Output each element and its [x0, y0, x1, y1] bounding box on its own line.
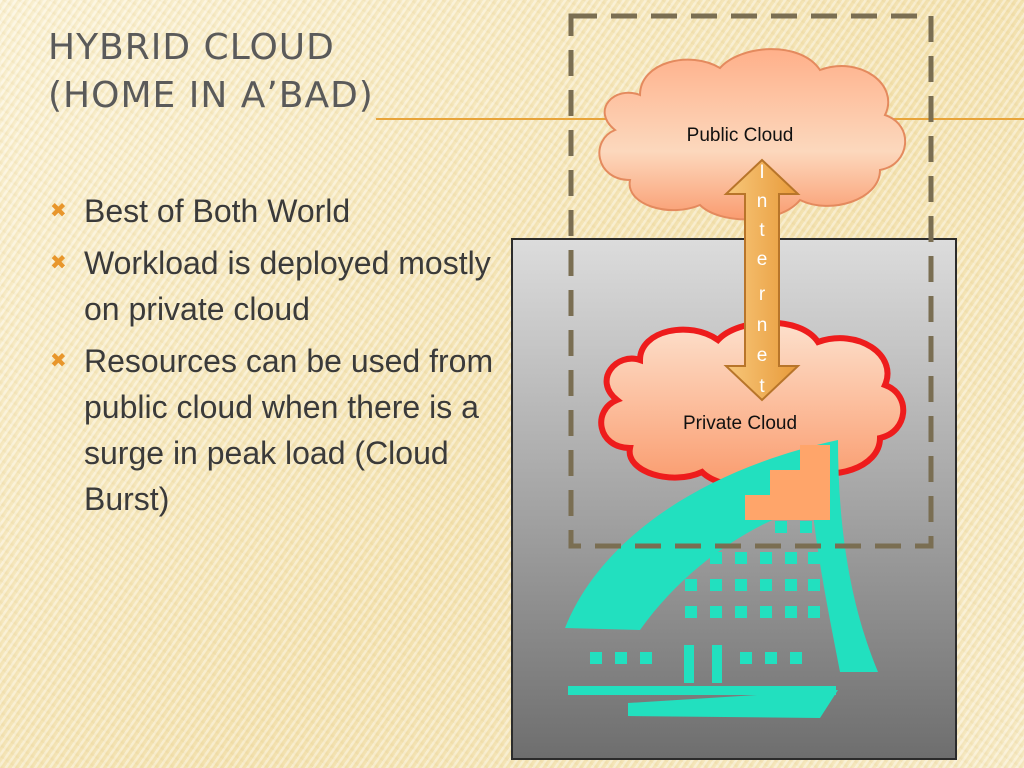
hybrid-dashed-boundary	[568, 13, 934, 549]
bullet-item: ✖ Best of Both World	[48, 188, 498, 234]
slide-title-line-1: HYBRID CLOUD	[48, 27, 335, 68]
arrow-letter: t	[759, 220, 765, 241]
arrow-letter: r	[759, 284, 766, 305]
arrow-letter: I	[759, 162, 764, 183]
x-bullet-icon: ✖	[50, 200, 67, 222]
building-windows	[590, 521, 820, 683]
slide-title: HYBRID CLOUD (HOME IN A’BAD)	[48, 24, 374, 120]
internet-arrow-label: I n t e r n e t	[757, 162, 768, 397]
arrow-letter: t	[759, 376, 765, 397]
slide-title-line-2: (HOME IN A’BAD)	[48, 75, 374, 116]
bullet-text: Best of Both World	[84, 193, 351, 229]
internet-arrow	[723, 158, 801, 402]
building-icon	[565, 440, 878, 718]
private-cloud-label: Private Cloud	[683, 413, 797, 434]
bullet-text: Resources can be used from public cloud …	[84, 343, 494, 517]
public-cloud: Public Cloud	[598, 48, 907, 221]
arrow-letter: n	[757, 191, 768, 212]
bullet-item: ✖ Workload is deployed mostly on private…	[48, 240, 498, 332]
building-base-top	[568, 686, 836, 695]
bullet-list: ✖ Best of Both World ✖ Workload is deplo…	[48, 188, 498, 528]
building-tower	[745, 445, 830, 520]
arrow-letter: n	[757, 315, 768, 336]
arrow-letter: e	[757, 249, 768, 270]
x-bullet-icon: ✖	[50, 350, 67, 372]
building-base-wedge	[628, 690, 838, 718]
public-cloud-shape	[598, 48, 907, 221]
bullet-text: Workload is deployed mostly on private c…	[84, 245, 491, 327]
bullet-item: ✖ Resources can be used from public clou…	[48, 338, 498, 522]
x-bullet-icon: ✖	[50, 252, 67, 274]
arrow-letter: e	[757, 345, 768, 366]
public-cloud-label: Public Cloud	[687, 125, 794, 146]
